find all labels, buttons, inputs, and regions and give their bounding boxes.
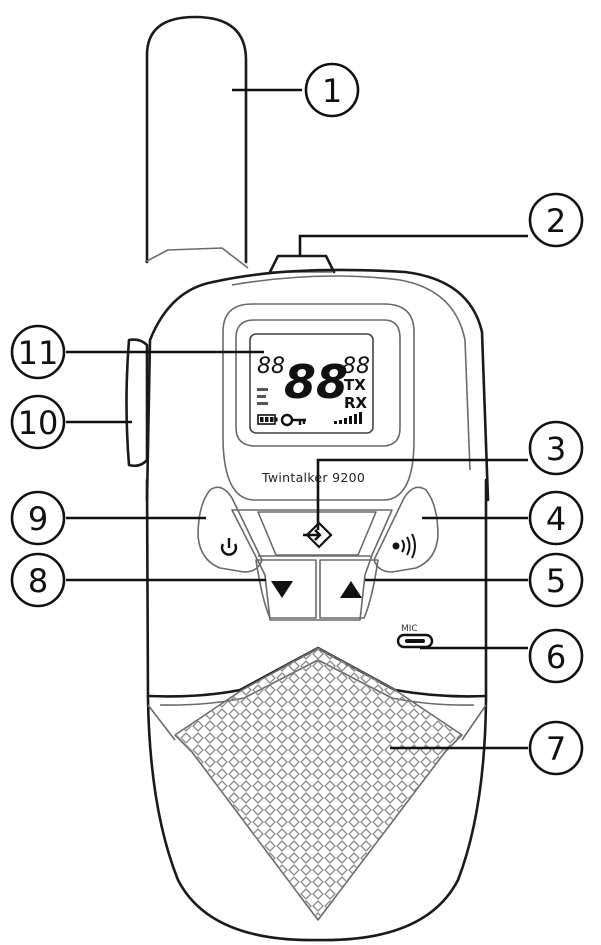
svg-text:7: 7: [546, 730, 566, 768]
microphone-slot: [396, 633, 434, 649]
lcd-right-digits: 88: [342, 354, 370, 379]
keypad: [231, 509, 393, 621]
lcd-screen: 88 88 88 TX RX: [235, 319, 401, 447]
callout-10: 10: [10, 394, 66, 450]
menu-enter-icon: [303, 521, 333, 549]
leader-lines: [66, 88, 528, 750]
lcd-left-digits: 88: [257, 354, 285, 379]
svg-text:11: 11: [18, 334, 59, 372]
callout-3: 3: [528, 420, 584, 476]
up-button[interactable]: [319, 559, 379, 619]
callout-11: 11: [10, 324, 66, 380]
antenna: [144, 15, 249, 269]
callout-6: 6: [528, 628, 584, 684]
battery-icon: [257, 414, 278, 425]
power-button[interactable]: [197, 486, 263, 573]
display-bezel: [222, 303, 415, 501]
menu-button[interactable]: [257, 511, 377, 556]
svg-text:2: 2: [546, 202, 566, 240]
up-arrow-icon: [340, 581, 362, 598]
callout-8: 8: [10, 552, 66, 608]
lcd-left-indicators: [257, 388, 268, 405]
key-lock-icon: [280, 413, 306, 427]
lcd-rx-label: RX: [344, 394, 368, 412]
down-button[interactable]: [255, 559, 317, 619]
svg-text:1: 1: [322, 72, 342, 110]
callout-4: 4: [528, 490, 584, 546]
callout-7: 7: [528, 720, 584, 776]
svg-text:5: 5: [546, 562, 566, 600]
top-knob[interactable]: [268, 254, 336, 274]
speaker-grille: [146, 646, 488, 921]
down-arrow-icon: [271, 581, 293, 598]
svg-text:4: 4: [546, 500, 566, 538]
lcd-center-digits: 88: [284, 355, 348, 409]
call-tone-icon: [392, 533, 416, 559]
svg-text:10: 10: [18, 404, 59, 442]
brand-label: Twintalker 9200: [261, 470, 365, 485]
svg-text:9: 9: [28, 500, 48, 538]
callout-2: 2: [528, 192, 584, 248]
lcd-tx-label: TX: [344, 376, 366, 394]
ptt-side-button[interactable]: [125, 338, 149, 468]
callout-1: 1: [304, 62, 360, 118]
signal-strength-icon: [334, 412, 362, 424]
callout-9: 9: [10, 490, 66, 546]
radio-body: [145, 268, 490, 942]
svg-text:8: 8: [28, 562, 48, 600]
svg-text:3: 3: [546, 430, 566, 468]
svg-text:6: 6: [546, 638, 566, 676]
callout-5: 5: [528, 552, 584, 608]
mic-label: MIC: [401, 624, 418, 634]
power-icon: [220, 538, 238, 556]
call-button[interactable]: [373, 486, 439, 573]
